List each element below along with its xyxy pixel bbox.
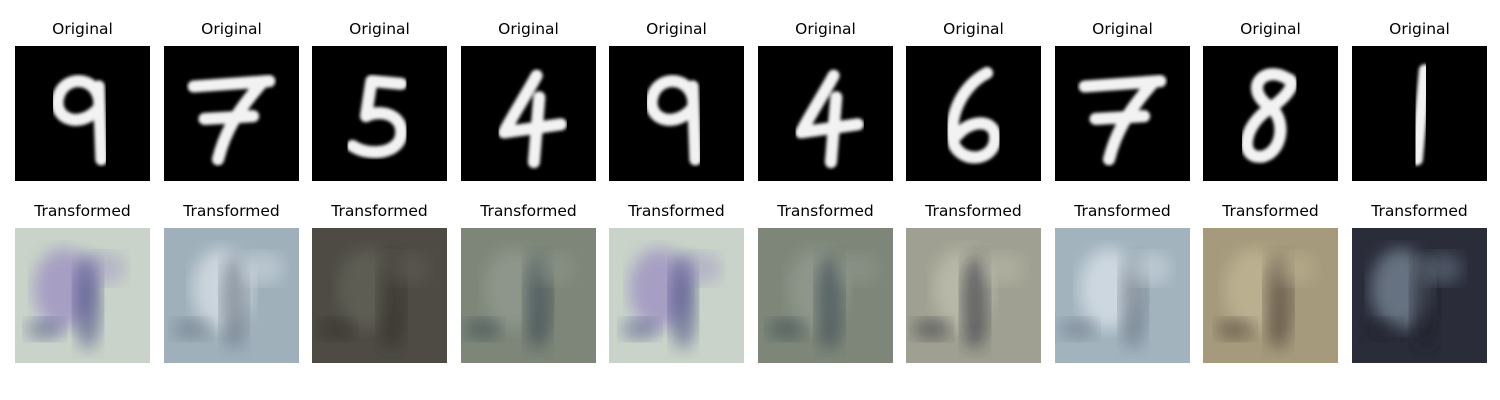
panel-title: Original [1389, 20, 1450, 38]
panel-title: Transformed [925, 202, 1022, 220]
panel-title: Transformed [1074, 202, 1171, 220]
transformed-5-icon [312, 228, 447, 363]
digit-4-icon [758, 46, 893, 181]
digit-9-icon [15, 46, 150, 181]
panel-title: Transformed [1371, 202, 1468, 220]
transformed-1-icon [1352, 228, 1487, 363]
panel-title: Original [498, 20, 559, 38]
digit-7-icon [164, 46, 299, 181]
transformed-7-icon [1055, 228, 1190, 363]
panel-title: Transformed [1222, 202, 1319, 220]
digit-8-icon [1203, 46, 1338, 181]
panel-title: Transformed [480, 202, 577, 220]
digit-1-icon [1352, 46, 1487, 181]
transformed-8-icon [1203, 228, 1338, 363]
digit-5-icon [312, 46, 447, 181]
panel-title: Transformed [34, 202, 131, 220]
panel-title: Original [201, 20, 262, 38]
panel-title: Original [1092, 20, 1153, 38]
panel-title: Original [646, 20, 707, 38]
transformed-6-icon [906, 228, 1041, 363]
digit-7-icon [1055, 46, 1190, 181]
panel-title: Transformed [628, 202, 725, 220]
transformed-4-icon [461, 228, 596, 363]
transformed-9-icon [15, 228, 150, 363]
transformed-7-icon [164, 228, 299, 363]
panel-title: Original [1240, 20, 1301, 38]
digit-4-icon [461, 46, 596, 181]
panel-title: Original [943, 20, 1004, 38]
panel-title: Transformed [777, 202, 874, 220]
digit-6-icon [906, 46, 1041, 181]
panel-title: Original [349, 20, 410, 38]
panel-title: Transformed [331, 202, 428, 220]
panel-title: Original [795, 20, 856, 38]
digit-9-icon [609, 46, 744, 181]
panel-title: Transformed [183, 202, 280, 220]
transformed-9-icon [609, 228, 744, 363]
transformed-4-icon [758, 228, 893, 363]
panel-title: Original [52, 20, 113, 38]
